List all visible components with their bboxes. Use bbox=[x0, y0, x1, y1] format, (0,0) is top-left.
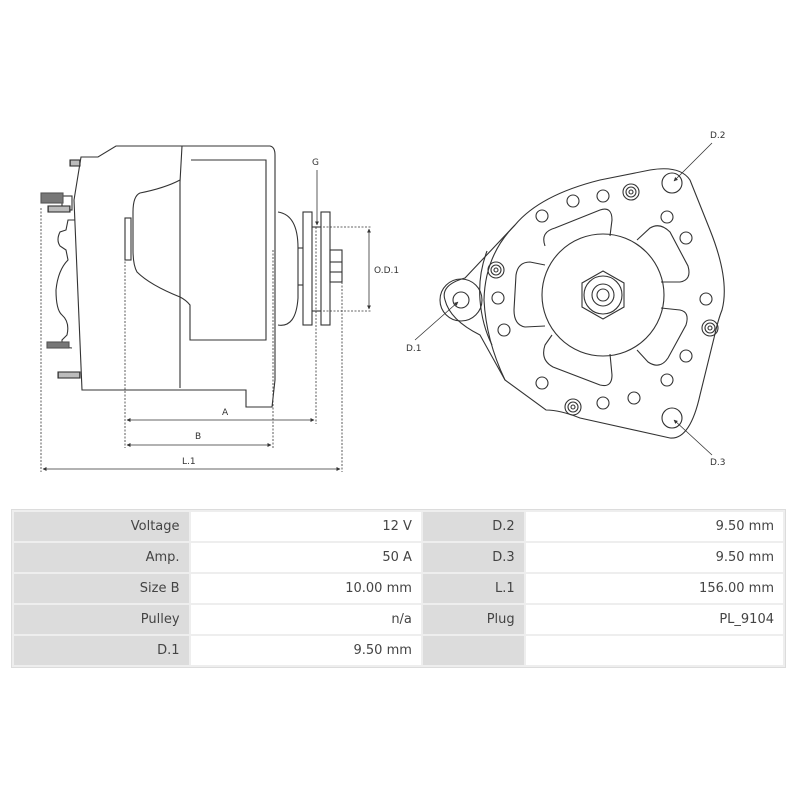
spec-value: 12 V bbox=[190, 512, 421, 541]
table-row: D.1 9.50 mm bbox=[14, 636, 783, 665]
spec-value: PL_9104 bbox=[525, 605, 783, 634]
table-row: Size B 10.00 mm L.1 156.00 mm bbox=[14, 574, 783, 603]
spec-value: 9.50 mm bbox=[525, 543, 783, 572]
spec-value: 10.00 mm bbox=[190, 574, 421, 603]
front-view-leaders bbox=[414, 142, 713, 456]
spec-value bbox=[525, 636, 783, 665]
label-l1: L.1 bbox=[182, 457, 196, 467]
front-view bbox=[439, 168, 725, 439]
table-row: Amp. 50 A D.3 9.50 mm bbox=[14, 543, 783, 572]
side-view-dimensions bbox=[40, 170, 372, 472]
spec-label: D.3 bbox=[422, 543, 524, 572]
spec-value: 9.50 mm bbox=[190, 636, 421, 665]
spec-label: D.1 bbox=[14, 636, 189, 665]
side-view-labels: G O.D.1 A B L.1 bbox=[182, 158, 399, 467]
spec-value: 156.00 mm bbox=[525, 574, 783, 603]
spec-label: D.2 bbox=[422, 512, 524, 541]
spec-label bbox=[422, 636, 524, 665]
alternator-drawing-svg: G O.D.1 A B L.1 bbox=[40, 131, 726, 472]
spec-label: Voltage bbox=[14, 512, 189, 541]
front-view-labels: D.1 D.2 D.3 bbox=[406, 131, 726, 468]
spec-label: Plug bbox=[422, 605, 524, 634]
table-row: Pulley n/a Plug PL_9104 bbox=[14, 605, 783, 634]
technical-drawing: G O.D.1 A B L.1 bbox=[40, 131, 726, 472]
spec-label: Size B bbox=[14, 574, 189, 603]
label-d1: D.1 bbox=[406, 344, 422, 354]
spec-table: Voltage 12 V D.2 9.50 mm Amp. 50 A D.3 9… bbox=[11, 509, 786, 668]
label-b: B bbox=[195, 432, 201, 442]
spec-value: n/a bbox=[190, 605, 421, 634]
spec-label: Pulley bbox=[14, 605, 189, 634]
spec-value: 9.50 mm bbox=[525, 512, 783, 541]
label-d3: D.3 bbox=[710, 458, 726, 468]
spec-value: 50 A bbox=[190, 543, 421, 572]
side-view bbox=[40, 145, 343, 408]
label-d2: D.2 bbox=[710, 131, 726, 141]
label-od1: O.D.1 bbox=[374, 266, 399, 276]
label-g: G bbox=[312, 158, 319, 168]
spec-label: L.1 bbox=[422, 574, 524, 603]
label-a: A bbox=[222, 408, 229, 418]
table-row: Voltage 12 V D.2 9.50 mm bbox=[14, 512, 783, 541]
spec-label: Amp. bbox=[14, 543, 189, 572]
